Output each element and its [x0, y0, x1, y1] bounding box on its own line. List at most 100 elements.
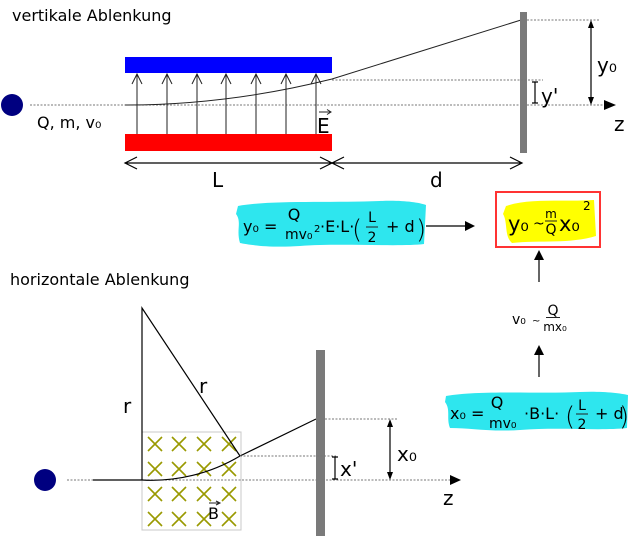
- particle-label: Q, m, v₀: [37, 113, 101, 132]
- formula-paren-close: ): [416, 215, 426, 245]
- field-into-page-icon: [221, 436, 237, 452]
- particle-ball: [1, 94, 23, 116]
- field-into-page-icon: [171, 461, 187, 477]
- section-title-horizontal: horizontale Ablenkung: [10, 270, 189, 289]
- formula-lhs: x₀ =: [450, 404, 484, 423]
- distance-dimension: d: [330, 156, 524, 192]
- formula-inner-numerator: L: [368, 210, 376, 226]
- formula-inner-denominator: 2: [578, 417, 587, 433]
- particle-ball: [34, 469, 56, 491]
- arrowhead-icon: [465, 221, 475, 231]
- field-into-page-icon: [221, 511, 237, 527]
- formula-numerator: Q: [491, 393, 504, 412]
- field-into-page-icon: [196, 436, 212, 452]
- total-deflection-marker: y₀: [588, 20, 617, 105]
- field-into-page-icon: [147, 436, 163, 452]
- formula-paren-close: ): [619, 402, 629, 432]
- vector-arrow-icon: [209, 500, 222, 506]
- formula-v0: v₀ ~ Q mx₀: [512, 303, 567, 334]
- field-into-page-icon: [147, 511, 163, 527]
- detector-screen: [316, 350, 325, 536]
- cyan-highlight: [236, 200, 426, 247]
- field-into-page-icon: [196, 486, 212, 502]
- field-label-b: B: [208, 504, 219, 523]
- magnetic-field-marks: [147, 436, 237, 527]
- field-arrow: [280, 72, 292, 134]
- negative-plate: [125, 134, 332, 151]
- inner-deflection-marker: y': [532, 81, 558, 108]
- arrow-x0-to-v0: [534, 345, 544, 377]
- particle-trajectory: [93, 418, 317, 481]
- label-y-prime: y': [541, 84, 558, 108]
- horizontal-deflection-section: horizontale Ablenkung B: [10, 270, 461, 536]
- formula-denominator: mv₀: [285, 227, 313, 243]
- formula-denominator: mv₀: [489, 416, 517, 432]
- arrow-to-result: [426, 221, 475, 231]
- v0-denominator: mx₀: [543, 320, 567, 334]
- z-axis-label: z: [443, 486, 454, 510]
- v0-numerator: Q: [547, 303, 558, 319]
- label-length: L: [212, 168, 224, 192]
- formula-factors: ·B·L·: [524, 404, 559, 423]
- field-into-page-icon: [171, 511, 187, 527]
- label-x0: x₀: [397, 442, 417, 466]
- label-radius-right: r: [199, 374, 208, 398]
- field-arrow: [191, 72, 203, 134]
- result-relation: ~: [533, 216, 545, 232]
- radius-construction: [141, 306, 241, 480]
- vertical-deflection-section: vertikale Ablenkung Q, m, v₀ z E: [1, 6, 625, 192]
- field-arrow: [250, 72, 262, 134]
- magnetic-field-label: B: [208, 500, 222, 523]
- result-box: y₀ ~ m Q x₀ 2: [495, 191, 601, 248]
- result-power: 2: [583, 199, 591, 213]
- z-axis-arrowhead: [604, 100, 616, 110]
- formula-power: 2: [314, 224, 320, 235]
- formula-y0: y₀ = Q mv₀ 2 ·E·L· ( L 2 + d ): [236, 200, 426, 247]
- label-x-prime: x': [340, 457, 357, 481]
- field-into-page-icon: [171, 486, 187, 502]
- formula-inner-tail: + d: [386, 217, 415, 236]
- formula-paren-open: (: [565, 402, 575, 432]
- result-variable: x₀: [559, 212, 580, 236]
- label-y0: y₀: [597, 53, 617, 77]
- v0-relation: ~: [532, 316, 540, 327]
- electric-field-label: E: [317, 109, 332, 138]
- arrowhead-icon: [534, 345, 544, 355]
- result-denominator: Q: [545, 222, 556, 238]
- label-distance: d: [430, 168, 443, 192]
- length-dimension: L: [123, 156, 334, 192]
- vector-arrow-icon: [319, 109, 332, 115]
- formula-paren-open: (: [352, 215, 362, 245]
- positive-plate: [125, 57, 332, 73]
- formula-numerator: Q: [288, 205, 301, 224]
- label-radius-left: r: [123, 394, 132, 418]
- formula-inner-tail: + d: [595, 404, 624, 423]
- field-into-page-icon: [171, 436, 187, 452]
- field-arrow: [131, 72, 143, 134]
- formula-lhs: y₀ =: [243, 217, 277, 236]
- z-axis-arrowhead: [450, 475, 461, 485]
- electric-field-lines: [131, 72, 322, 134]
- inner-deflection-marker: x': [332, 456, 357, 481]
- field-into-page-icon: [196, 511, 212, 527]
- formula-inner-denominator: 2: [368, 230, 377, 246]
- result-numerator: m: [545, 207, 557, 221]
- result-lhs: y₀: [508, 212, 529, 236]
- field-arrow: [220, 72, 232, 134]
- arrowhead-icon: [534, 250, 544, 260]
- section-title-vertical: vertikale Ablenkung: [12, 6, 172, 25]
- field-into-page-icon: [221, 486, 237, 502]
- field-label-e: E: [317, 114, 330, 138]
- total-deflection-marker: x₀: [387, 419, 417, 480]
- particle-trajectory: [124, 19, 522, 106]
- field-arrow: [310, 72, 322, 134]
- field-into-page-icon: [147, 486, 163, 502]
- cyan-highlight: [445, 391, 628, 431]
- field-into-page-icon: [147, 461, 163, 477]
- detector-screen: [520, 12, 527, 153]
- z-axis-label: z: [614, 112, 625, 136]
- arrow-v0-to-result: [534, 250, 544, 282]
- formula-x0: x₀ = Q mv₀ ·B·L· ( L 2 + d ): [445, 391, 629, 433]
- v0-lhs: v₀: [512, 312, 526, 328]
